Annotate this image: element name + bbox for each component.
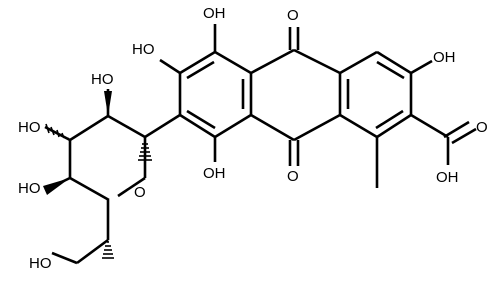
right-ring-bonds: [338, 50, 413, 139]
label-oh-c3: HO: [132, 41, 155, 58]
middle-ring-bonds: [250, 27, 341, 166]
wedge-oh-sugar-lower: [43, 178, 70, 195]
hashed-bonds: [45, 123, 152, 259]
substituent-bonds: [144, 24, 477, 188]
left-ring-bonds: [178, 50, 253, 139]
label-oh-c6: OH: [433, 49, 456, 66]
label-oh-ch2: HO: [29, 255, 52, 272]
stereo-wedges: [43, 91, 112, 195]
label-oh-sugar-top: HO: [91, 71, 114, 88]
label-o-acid: O: [476, 119, 488, 136]
label-oh-acid: OH: [436, 169, 459, 186]
sugar-ring-bonds: [44, 89, 147, 265]
label-oh-sugar-left: HO: [18, 119, 41, 136]
label-oh-c4: OH: [203, 5, 226, 22]
label-oh-sugar-lower: HO: [18, 180, 41, 197]
wedge-oh-sugar-top: [104, 91, 112, 116]
atom-labels: OH HO O OH OH O O OH HO HO O HO HO: [18, 5, 488, 272]
label-o-ring: O: [134, 184, 146, 201]
label-oh-c5: OH: [203, 165, 226, 182]
label-o-c10: O: [287, 7, 299, 24]
label-o-c9: O: [287, 168, 299, 185]
